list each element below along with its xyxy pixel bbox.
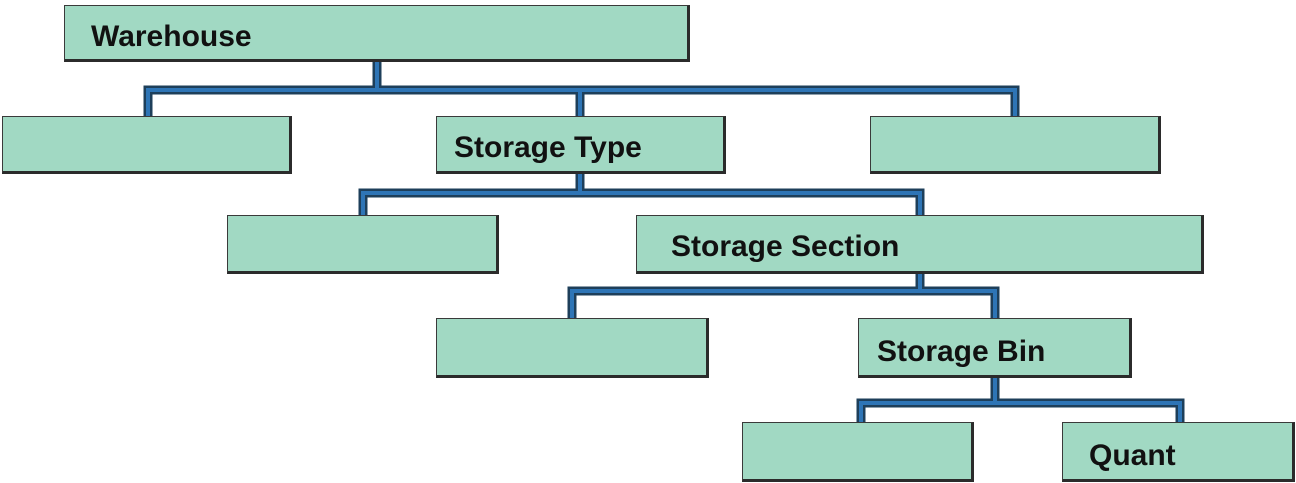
node-storage-bin-label: Storage Bin — [877, 335, 1046, 368]
node-warehouse-label: Warehouse — [91, 20, 252, 53]
node-storage-bin: Storage Bin — [858, 318, 1132, 378]
node-storage-type: Storage Type — [436, 116, 726, 174]
node-level1-empty-right — [870, 116, 1161, 174]
node-storage-section: Storage Section — [636, 215, 1204, 274]
node-storage-section-label: Storage Section — [671, 230, 900, 263]
node-level2-empty-left — [227, 215, 499, 274]
node-level4-empty-left — [742, 422, 974, 482]
node-quant-label: Quant — [1089, 439, 1176, 472]
node-quant: Quant — [1062, 422, 1295, 482]
node-level3-empty-left — [436, 318, 709, 378]
node-warehouse: Warehouse — [64, 5, 690, 62]
node-storage-type-label: Storage Type — [454, 131, 642, 164]
node-level1-empty-left — [2, 116, 292, 174]
connector-fill — [146, 60, 1182, 424]
